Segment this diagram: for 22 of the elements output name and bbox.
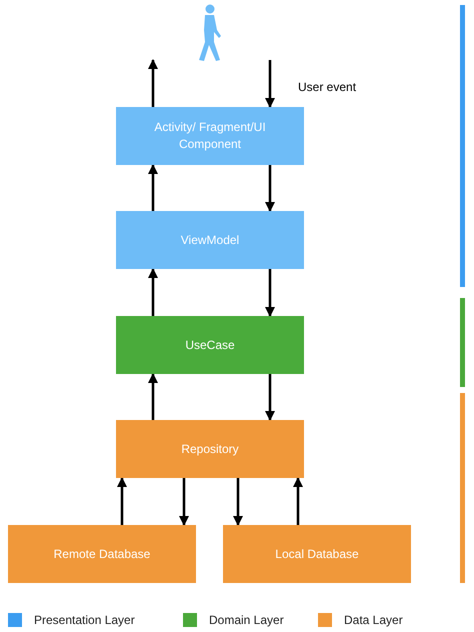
layer-box: Local Database [223,525,411,583]
arrow [265,165,275,212]
legend-label: Presentation Layer [34,612,135,629]
arrow [265,374,275,421]
arrow [233,478,243,526]
layer-box: UseCase [116,316,304,374]
legend-label: Domain Layer [209,612,284,629]
arrow [293,477,303,525]
edge-label: User event [298,79,356,96]
layer-box: Repository [116,420,304,478]
layer-box: Remote Database [8,525,196,583]
arrow [148,59,158,107]
arrow [148,268,158,316]
arrow [148,164,158,211]
arrow [117,477,127,525]
layer-box: ViewModel [116,211,304,269]
arrow [265,60,275,108]
arrow [265,269,275,317]
layer-box: Activity/ Fragment/UI Component [116,107,304,165]
legend-label: Data Layer [344,612,403,629]
arrow [179,478,189,526]
arrow [148,373,158,420]
